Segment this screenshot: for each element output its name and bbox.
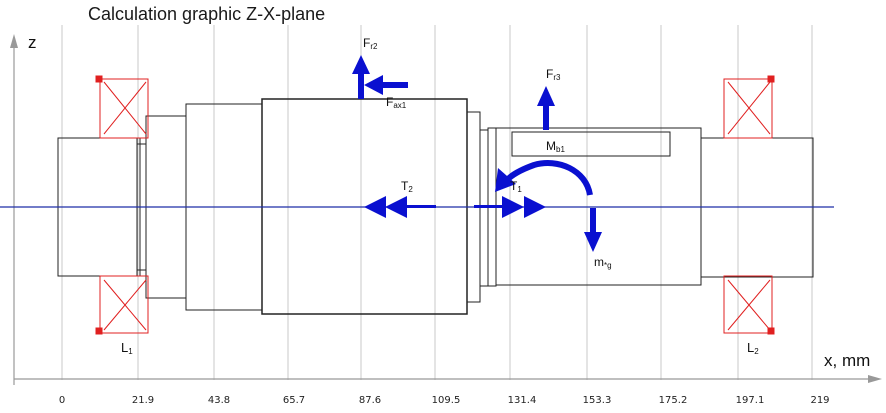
bearing-l1-bottom — [95, 275, 149, 335]
x-tick-label: 219 — [810, 395, 829, 406]
x-tick-label: 21.9 — [132, 395, 154, 406]
grid-lines — [61, 25, 813, 380]
z-axis — [10, 34, 18, 385]
force-fr2-arrow — [352, 55, 370, 99]
moment-mb1-label: Mb1 — [546, 139, 565, 154]
bearing-l2-bottom — [723, 275, 775, 335]
force-fr3-label: Fr3 — [546, 67, 561, 82]
x-axis — [14, 375, 882, 383]
gravity-arrow — [584, 208, 602, 252]
x-tick-label: 65.7 — [283, 395, 305, 406]
torque-t1-label: T1 — [510, 179, 522, 194]
force-fr2-label: Fr2 — [363, 36, 378, 51]
force-fax1-arrow — [364, 75, 408, 95]
x-tick-label: 87.6 — [359, 395, 381, 406]
x-tick-label: 0 — [59, 395, 65, 406]
x-tick-label: 153.3 — [583, 395, 612, 406]
x-tick-label: 197.1 — [736, 395, 765, 406]
bearing-l2-label: L2 — [747, 340, 759, 356]
force-fr3-arrow — [537, 86, 555, 130]
x-tick-label: 175.2 — [659, 395, 688, 406]
gravity-label: m*g — [594, 255, 612, 270]
torque-t1-arrow — [474, 196, 546, 218]
bearing-l1-top — [95, 75, 149, 139]
x-tick-label: 109.5 — [432, 395, 461, 406]
bearing-l2-top — [723, 75, 775, 139]
x-axis-label: x, mm — [824, 351, 870, 370]
page-title: Calculation graphic Z-X-plane — [88, 4, 326, 24]
moment-mb1-arrow — [495, 160, 593, 196]
z-axis-label: z — [28, 33, 37, 52]
torque-t2-arrow — [364, 196, 436, 218]
x-tick-label: 131.4 — [508, 395, 537, 406]
x-tick-labels: 0 21.9 43.8 65.7 87.6 109.5 131.4 153.3 … — [59, 395, 830, 406]
x-tick-label: 43.8 — [208, 395, 230, 406]
bearing-l1-label: L1 — [121, 340, 133, 356]
torque-t2-label: T2 — [401, 179, 413, 194]
force-fax1-label: Fax1 — [386, 95, 407, 110]
